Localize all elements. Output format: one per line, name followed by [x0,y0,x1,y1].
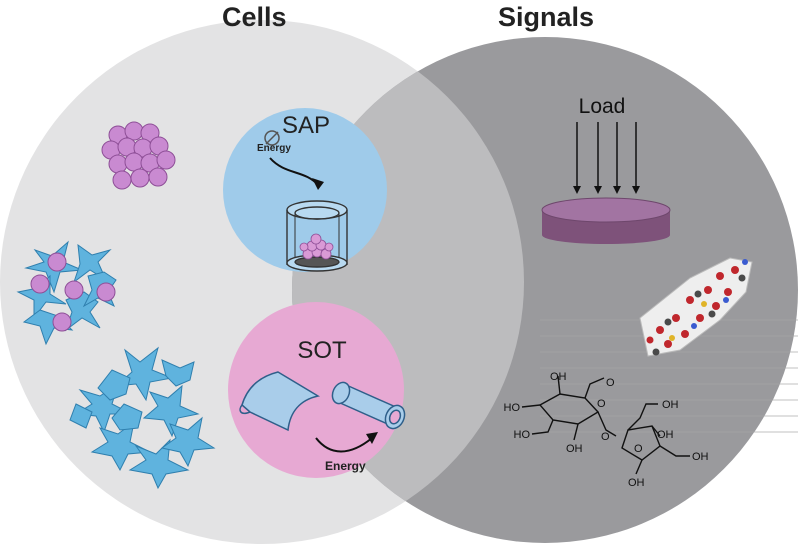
load-group: Load [541,95,671,244]
sot-energy-label: Energy [325,459,366,473]
svg-text:O: O [606,377,615,389]
svg-text:O: O [601,431,610,443]
sot-energy-arrow [315,437,373,453]
svg-text:OH: OH [662,399,679,411]
blue-cell-network [69,346,216,490]
energy-source-icon [264,130,280,146]
svg-text:O: O [634,443,643,455]
sot-label: SOT [297,337,347,364]
load-label: Load [579,95,626,118]
svg-text:OH: OH [657,429,674,441]
pink-cell-cluster [101,121,176,190]
load-arrow-heads [573,186,640,194]
sot-group: SOT Energy [228,302,406,478]
sap-cell-aggregate [299,233,334,260]
sot-circle [228,302,404,478]
svg-text:HO: HO [514,429,531,441]
sot-arrow-head [366,432,378,444]
svg-text:OH: OH [566,443,583,455]
svg-text:HO: HO [504,402,521,414]
sap-label: SAP [282,112,330,139]
sap-energy-label: Energy [257,143,291,154]
loaded-disc [541,197,671,244]
cells-heading: Cells [222,2,287,32]
protein-model [639,257,753,357]
rolled-sheet [239,371,320,432]
tube [331,381,406,430]
svg-text:OH: OH [692,451,709,463]
svg-text:O: O [597,398,606,410]
sap-group: SAP Energy [223,108,387,272]
load-arrows [576,122,637,190]
svg-text:OH: OH [628,477,645,489]
mixed-cell-cluster [16,240,117,346]
svg-text:OH: OH [550,371,567,383]
sugar-labels: OH HO HO OH O O O OH O OH OH OH [504,371,709,489]
signals-heading: Signals [498,2,595,32]
sap-circle [223,108,387,272]
overlap-region [292,37,524,543]
sap-arrow-head [312,178,324,190]
sugar-molecule [521,375,690,475]
